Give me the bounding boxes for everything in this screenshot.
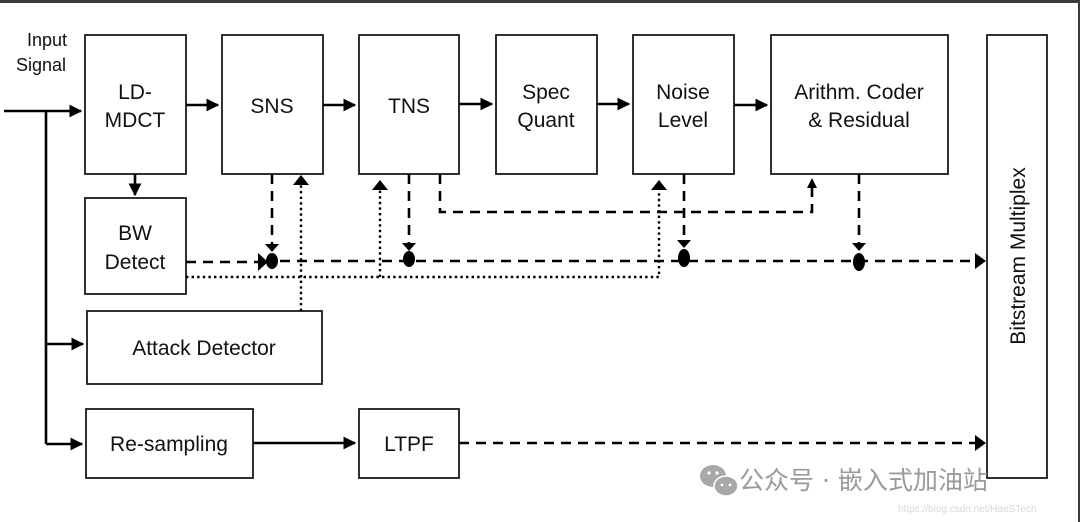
block-sns-label: SNS [250,95,293,118]
side-info-bus-arrowhead [975,253,986,269]
block-spec-quant: Spec Quant [495,34,598,175]
bwdetect-to-tns-arrowhead [372,180,388,190]
wechat-icon [700,465,739,497]
block-tns-label: TNS [388,95,430,118]
block-tns: TNS [358,34,460,175]
bwdetect-to-noiselevel-arrowhead [651,180,667,190]
block-bitstream-multiplex-label: Bitstream Multiplex [1007,167,1030,345]
block-spec-quant-label-2: Quant [517,109,574,132]
block-bw-detect: BW Detect [84,197,187,295]
dashed-connections [186,174,986,451]
block-attack-detector-label: Attack Detector [132,337,276,360]
bwdetect-dotted-bus [186,190,661,279]
attack-to-sns-arrowhead [293,175,309,185]
block-ld-mdct: LD- MDCT [84,34,187,175]
sns-junction-dot [266,253,278,269]
bwdetect-merge-arrowhead [258,253,268,271]
watermark-text: 公众号 · 嵌入式加油站 [739,466,988,495]
block-noise-level: Noise Level [632,34,735,175]
noiselevel-down-arrowhead [677,240,691,248]
block-sns: SNS [221,34,324,175]
block-ltpf-label: LTPF [384,433,434,456]
top-border [0,0,1080,3]
tns-to-arith-arrowhead [807,178,817,188]
block-arith-coder-label-1: Arithm. Coder [794,81,924,104]
sns-down-arrowhead [265,244,279,252]
block-ld-mdct-label-1: LD- [118,81,152,104]
block-spec-quant-label-1: Spec [522,81,570,104]
solid-connections [4,97,769,451]
tns-down-arrowhead [402,243,416,251]
input-signal-label-2: Signal [16,55,66,75]
block-bw-detect-label-1: BW [118,222,152,245]
tns-junction-dot [403,251,415,267]
block-noise-level-label-1: Noise [656,81,710,104]
watermark-url: https://blog.csdn.net/HaeSTech [898,504,1036,515]
block-ld-mdct-label-2: MDCT [105,109,166,132]
block-ltpf: LTPF [358,408,460,479]
input-signal-label-1: Input [27,30,67,50]
block-arith-coder: Arithm. Coder & Residual [770,34,949,175]
dotted-connections [186,175,667,311]
block-attack-detector: Attack Detector [86,310,323,385]
arith-down-arrowhead [852,243,866,251]
ltpf-to-bitstream-arrowhead [975,435,986,451]
arith-junction-dot [853,253,865,271]
block-re-sampling-label: Re-sampling [110,433,228,456]
block-bitstream-multiplex: Bitstream Multiplex [986,34,1048,479]
block-arith-coder-label-2: & Residual [808,109,910,132]
noiselevel-junction-dot [678,249,690,267]
right-border [1078,0,1080,522]
watermark: 公众号 · 嵌入式加油站 https://blog.csdn.net/HaeST… [700,465,1036,515]
block-re-sampling: Re-sampling [85,408,254,479]
block-noise-level-label-2: Level [658,109,708,132]
tns-to-arith-dashed [438,174,814,214]
block-bw-detect-label-2: Detect [105,251,166,274]
